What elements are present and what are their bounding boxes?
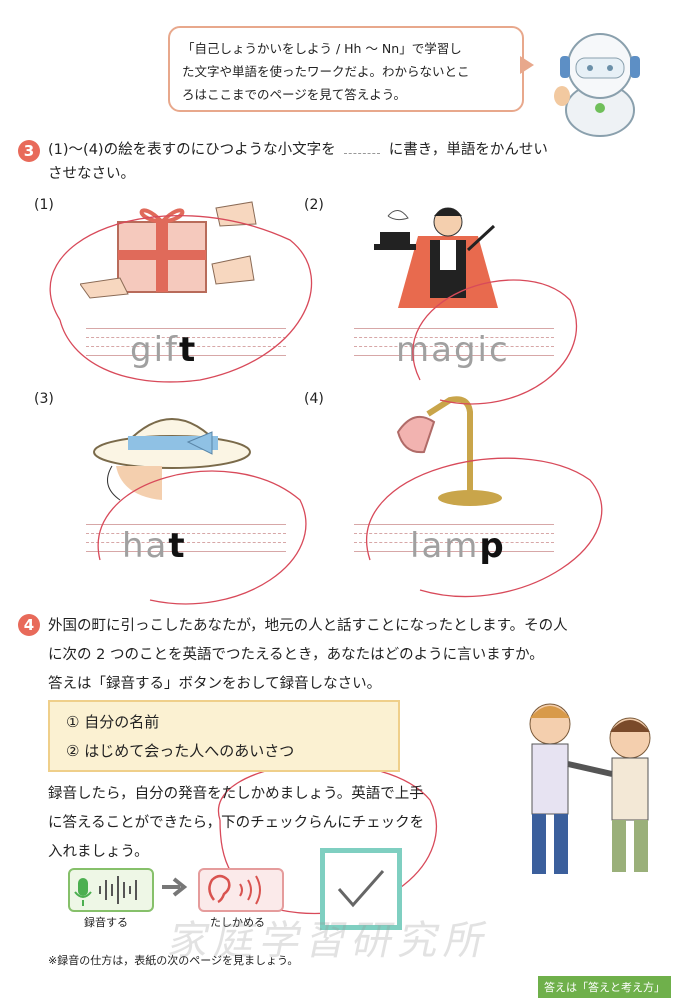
answer-1-gray: gif	[130, 330, 179, 370]
question-4-text: 外国の町に引っこしたあなたが，地元の人と話すことになったとします。その人 に次の…	[48, 612, 668, 699]
instruction-text: 録音したら，自分の発音をたしかめましょう。英語で上手 に答えることができたら，下…	[48, 780, 518, 867]
question-3-line-1b: に書き，単語をかんせい	[388, 142, 548, 158]
bubble-tail	[520, 56, 534, 74]
checkmark-icon	[337, 870, 385, 908]
question-4-line-1: 外国の町に引っこしたあなたが，地元の人と話すことになったとします。その人	[48, 618, 568, 634]
answer-3-written: t	[168, 526, 187, 566]
answer-4-gray: lam	[410, 526, 480, 566]
ear-sound-icon	[208, 874, 261, 905]
task-box: ① 自分の名前 ② はじめて会った人へのあいさつ	[48, 700, 400, 772]
writing-lines-2	[354, 328, 554, 364]
two-boys-handshake-icon	[529, 703, 651, 874]
lamp-icon	[396, 396, 502, 506]
question-3-line-2: させなさい。	[48, 166, 135, 182]
gift-box-icon	[80, 201, 257, 299]
item-3-label: (3)	[34, 391, 54, 407]
answer-4-written: p	[479, 526, 506, 566]
question-4-number: 4	[18, 614, 40, 636]
writing-lines-3	[86, 524, 286, 560]
question-3-line-1: (1)～(4)の絵を表すのにひつような小文字を	[48, 142, 336, 158]
item-1-label: (1)	[34, 197, 54, 213]
instruction-line-2: に答えることができたら，下のチェックらんにチェックを	[48, 815, 425, 831]
answer-blank-sample	[344, 153, 381, 154]
magician-icon	[374, 207, 498, 308]
answer-1-written: t	[179, 330, 198, 370]
bubble-line-3: ろはここまでのページを見て答えよう。	[182, 87, 407, 102]
bubble-line-2: た文字や単語を使ったワークだよ。わからないとこ	[182, 64, 470, 79]
task-item-1: ① 自分の名前	[66, 713, 160, 731]
microphone-wave-icon	[74, 876, 137, 906]
bubble-line-1: 「自己しょうかいをしよう / Hh ～ Nn」で学習し	[182, 41, 462, 56]
answer-3-gray: ha	[122, 526, 169, 566]
item-2-label: (2)	[304, 197, 324, 213]
hat-icon	[93, 418, 251, 501]
question-3-number: 3	[18, 140, 40, 162]
item-4-label: (4)	[304, 391, 324, 407]
record-label: 録音する	[84, 916, 128, 929]
check-box[interactable]	[320, 848, 402, 930]
answers-reference-tag: 答えは「答えと考え方」	[538, 976, 671, 998]
check-playback-button[interactable]	[198, 868, 284, 912]
task-item-2: ② はじめて会った人へのあいさつ	[66, 742, 295, 760]
record-button[interactable]	[68, 868, 154, 912]
arrow-right-icon	[162, 877, 188, 897]
answer-4: lamp	[410, 526, 506, 566]
robot-mascot-icon	[554, 33, 640, 137]
writing-lines-1	[86, 328, 286, 364]
answer-1: gift	[130, 330, 197, 370]
question-4-line-2: に次の 2 つのことを英語でつたえるとき，あなたはどのように言いますか。	[48, 647, 544, 663]
instruction-line-1: 録音したら，自分の発音をたしかめましょう。英語で上手	[48, 786, 424, 802]
writing-lines-4	[354, 524, 554, 560]
question-4-line-3: 答えは「録音する」ボタンをおして録音しなさい。	[48, 676, 382, 692]
check-label: たしかめる	[210, 916, 265, 929]
speech-bubble: 「自己しょうかいをしよう / Hh ～ Nn」で学習し た文字や単語を使ったワー…	[168, 26, 524, 112]
answer-3: hat	[122, 526, 187, 566]
question-3-text: (1)～(4)の絵を表すのにひつような小文字を に書き，単語をかんせい させなさ…	[48, 138, 668, 186]
instruction-line-3: 入れましょう。	[48, 844, 149, 860]
footnote: ※録音の仕方は，表紙の次のページを見ましょう。	[48, 954, 299, 967]
